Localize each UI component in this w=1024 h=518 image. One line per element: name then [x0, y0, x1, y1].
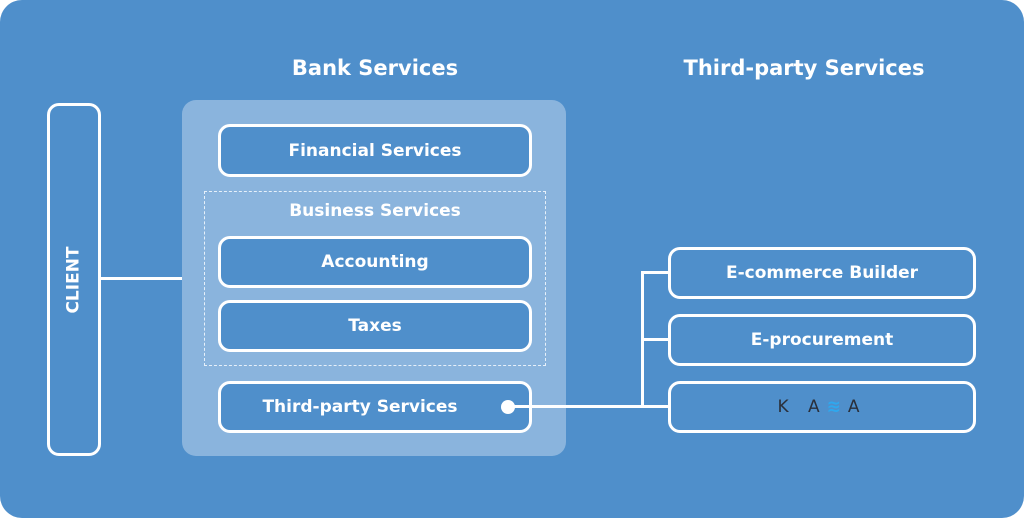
third-party-services-heading: Third-party Services [683, 56, 925, 80]
financial-services-box: Financial Services [218, 124, 532, 177]
business-services-group [204, 191, 546, 366]
taxes-box: Taxes [218, 300, 532, 352]
branch-line-ecommerce [641, 271, 668, 274]
branch-line-kawa [641, 405, 668, 408]
third-party-connector [508, 405, 643, 408]
ecommerce-builder-box: E-commerce Builder [668, 247, 976, 299]
business-services-label: Business Services [289, 201, 461, 221]
bank-services-heading: Bank Services [291, 56, 459, 80]
eprocurement-box: E-procurement [668, 314, 976, 366]
third-party-services-box: Third-party Services [218, 381, 532, 433]
branch-line-eprocurement [641, 338, 668, 341]
client-box: CLIENT [47, 103, 101, 456]
client-label: CLIENT [64, 245, 85, 314]
kawa-box: K A≋A [668, 381, 976, 433]
accounting-box: Accounting [218, 236, 532, 288]
kawa-logo: K A≋A [777, 397, 867, 417]
client-connector [100, 277, 182, 280]
